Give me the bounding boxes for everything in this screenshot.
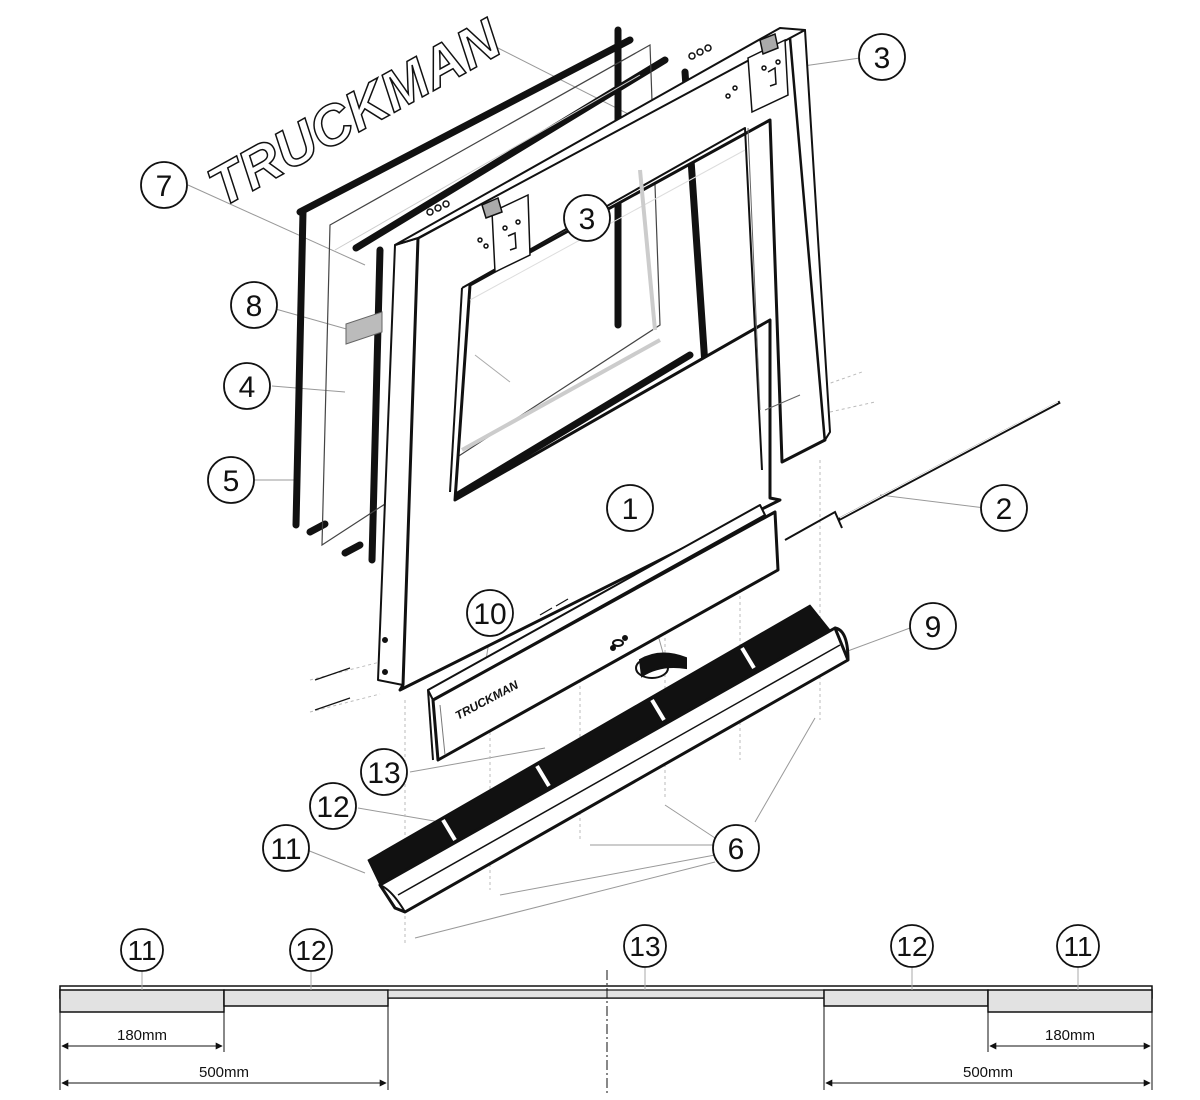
hinge-top-right <box>688 32 789 114</box>
callout-12: 12 <box>316 791 349 824</box>
dim-left-180: 180mm <box>117 1027 167 1044</box>
door-handle <box>610 635 687 679</box>
glass-pane <box>321 43 661 547</box>
door-frame <box>377 27 831 692</box>
strip-segment-left-11 <box>59 989 225 1013</box>
strip-callout-circles <box>120 924 1100 972</box>
lower-channel <box>427 504 780 762</box>
dimension-labels: 180mm 500mm 180mm 500mm <box>117 1027 1095 1081</box>
callout-11: 11 <box>270 833 301 866</box>
callout-1: 1 <box>622 493 639 526</box>
strip-callout-left-11: 11 <box>127 935 156 966</box>
strip-segment-right-11 <box>987 989 1153 1013</box>
strip-layout <box>59 968 1153 1095</box>
callout-3-top: 3 <box>874 42 891 75</box>
callout-circles <box>140 33 1028 872</box>
strip-callout-left-12: 12 <box>295 935 326 966</box>
callout-6: 6 <box>728 833 745 866</box>
dim-right-180: 180mm <box>1045 1027 1095 1044</box>
strip-segment-center-13 <box>387 989 825 999</box>
threshold-step <box>367 604 850 914</box>
dim-right-500: 500mm <box>963 1064 1013 1081</box>
callout-7: 7 <box>156 170 173 203</box>
callout-4: 4 <box>239 371 256 404</box>
callout-2: 2 <box>996 493 1013 526</box>
hinge-top-left <box>426 193 531 274</box>
strip-callout-right-12: 12 <box>896 931 927 962</box>
label-plate <box>345 311 383 345</box>
callout-10: 10 <box>473 598 506 631</box>
callout-3-mid: 3 <box>579 203 596 236</box>
strip-callout-labels: 11 12 13 12 11 <box>127 931 1092 966</box>
strip-callout-right-11: 11 <box>1063 931 1092 962</box>
callout-13: 13 <box>367 757 400 790</box>
locking-rod <box>784 400 1061 541</box>
strip-segment-right-12 <box>823 989 989 1007</box>
strip-segment-left-12 <box>223 989 389 1007</box>
callout-5: 5 <box>223 465 240 498</box>
strip-callout-center-13: 13 <box>629 931 660 962</box>
dim-left-500: 500mm <box>199 1064 249 1081</box>
callout-9: 9 <box>925 611 942 644</box>
callout-labels: 3 7 3 8 4 5 1 2 9 10 13 12 11 6 <box>156 42 1013 866</box>
callout-8: 8 <box>246 290 263 323</box>
screws <box>314 598 569 711</box>
